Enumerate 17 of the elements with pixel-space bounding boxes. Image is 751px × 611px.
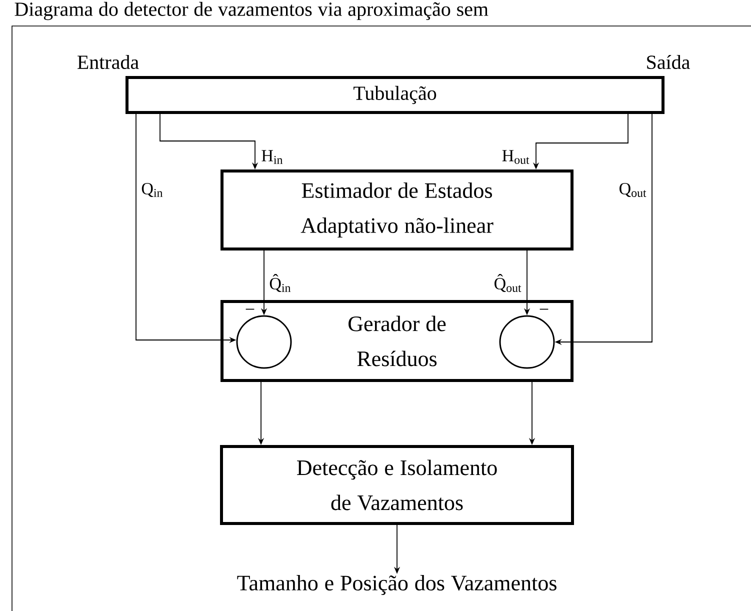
minus-sign: − — [246, 308, 254, 310]
end-label: Entrada — [78, 54, 139, 70]
estimator-box: Estimador de Estados Adaptativo não-linear — [220, 170, 574, 250]
edge-label: Q̂$_{out}$ — [494, 274, 522, 292]
edge-label: H$_{out}$ — [502, 150, 530, 164]
output-text: Tamanho e Posição dos Vazamentos — [237, 575, 556, 595]
pipe-box: Tubulação — [126, 76, 664, 114]
end-label: Saída — [647, 54, 690, 70]
edge-label: H$_{in}$ — [262, 150, 283, 164]
minus-sign: − — [540, 308, 548, 310]
summing-circle — [236, 315, 292, 369]
edge-label: Q$_{in}$ — [142, 183, 163, 198]
detection-box: Detecção e Isolamento de Vazamentos — [220, 445, 574, 525]
summing-circle — [499, 315, 555, 369]
edge-label: Q̂$_{in}$ — [270, 274, 291, 292]
title: Diagrama do detector de vazamentos via aproximação sem — [14, 2, 488, 20]
edge-label: Q$_{out}$ — [620, 183, 646, 198]
